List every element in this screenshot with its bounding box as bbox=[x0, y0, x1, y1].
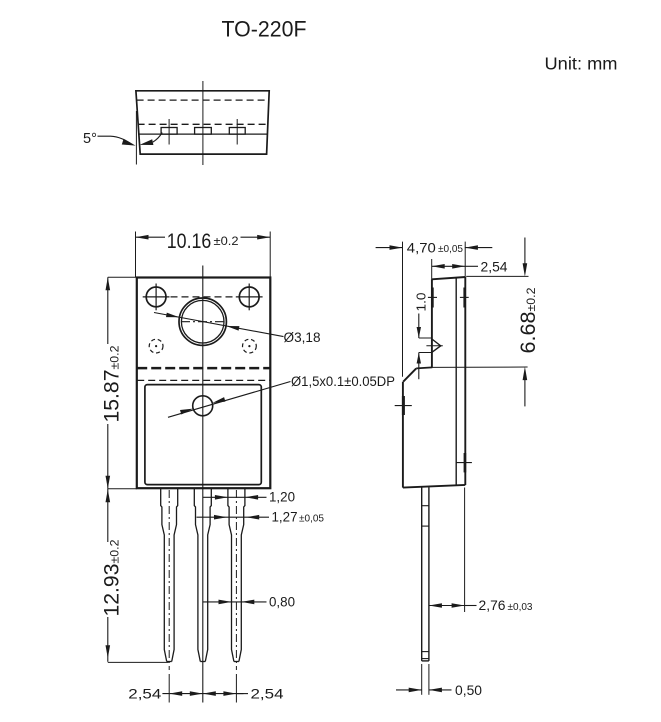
svg-text:2,54: 2,54 bbox=[251, 685, 284, 701]
svg-text:0,50: 0,50 bbox=[455, 683, 482, 698]
svg-text:2,76: 2,76 bbox=[479, 598, 506, 613]
svg-text:±0.2: ±0.2 bbox=[214, 236, 239, 248]
svg-text:1,27: 1,27 bbox=[272, 510, 298, 525]
svg-text:±0,05: ±0,05 bbox=[299, 513, 324, 525]
svg-text:5°: 5° bbox=[83, 131, 97, 147]
svg-text:Ø1,5x0.1±0.05DP: Ø1,5x0.1±0.05DP bbox=[291, 374, 395, 389]
svg-text:±0,05: ±0,05 bbox=[438, 243, 463, 255]
svg-text:6.68±0.2: 6.68±0.2 bbox=[517, 288, 540, 354]
svg-text:12.93±0.2: 12.93±0.2 bbox=[101, 540, 124, 617]
svg-text:Ø3,18: Ø3,18 bbox=[284, 330, 321, 345]
svg-text:2,54: 2,54 bbox=[481, 259, 508, 274]
svg-text:Unit: mm: Unit: mm bbox=[545, 54, 618, 74]
svg-text:1.0: 1.0 bbox=[415, 292, 429, 311]
svg-text:10.16: 10.16 bbox=[167, 230, 212, 253]
svg-text:1,20: 1,20 bbox=[269, 489, 295, 504]
svg-text:TO-220F: TO-220F bbox=[222, 16, 307, 41]
svg-text:±0,03: ±0,03 bbox=[508, 601, 533, 613]
svg-text:15.87±0.2: 15.87±0.2 bbox=[101, 346, 124, 423]
svg-text:2,54: 2,54 bbox=[128, 685, 161, 701]
svg-text:0,80: 0,80 bbox=[269, 594, 295, 609]
svg-text:4,70: 4,70 bbox=[407, 241, 436, 256]
